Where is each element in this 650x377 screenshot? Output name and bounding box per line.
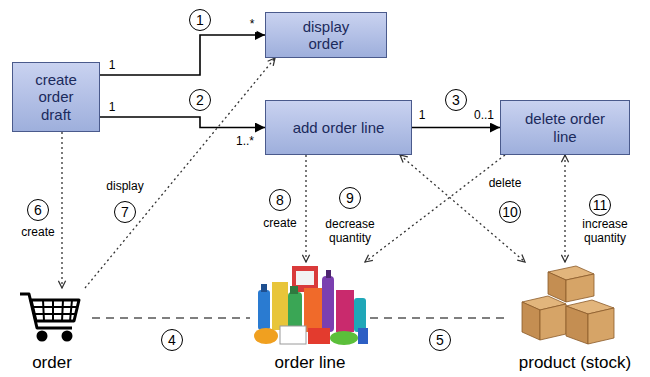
groceries-picture — [252, 262, 370, 348]
captioned-picture: product (stock) — [505, 262, 645, 375]
edge-label: delete — [487, 177, 524, 191]
process-box: add order line — [265, 100, 412, 155]
cart-icon — [18, 288, 82, 348]
cart-drawing — [20, 294, 79, 340]
box-label: display order — [290, 18, 362, 53]
process-box: display order — [265, 12, 387, 58]
edge-label: decrease quantity — [317, 218, 383, 246]
edge-label: create — [261, 217, 298, 231]
multiplicity-label: 1..* — [234, 135, 256, 149]
captioned-picture: order — [12, 288, 92, 375]
groceries-drawing — [254, 266, 368, 345]
usage-arrow — [61, 132, 62, 288]
process-box: delete order line — [500, 100, 630, 155]
edge-label: create — [19, 226, 56, 240]
association-arrow — [412, 127, 500, 129]
box-label: add order line — [293, 119, 385, 136]
process-box: create order draft — [12, 62, 100, 132]
callout-number: 5 — [429, 329, 451, 351]
callout-number: 8 — [269, 189, 291, 211]
association-arrow — [100, 117, 265, 128]
box-label: delete order line — [517, 110, 613, 145]
usage-arrow — [305, 155, 306, 262]
box-label: create order draft — [25, 71, 87, 123]
multiplicity-label: 1 — [107, 101, 118, 115]
usage-arrow — [85, 58, 275, 288]
picture-caption: order — [32, 353, 72, 373]
callout-number: 7 — [114, 201, 136, 223]
callout-number: 2 — [189, 89, 211, 111]
picture-caption: order line — [275, 353, 346, 373]
callout-number: 9 — [339, 187, 361, 209]
stock-boxes-picture — [518, 262, 618, 348]
edge-label: increase quantity — [572, 218, 638, 246]
edge-label: display — [104, 180, 145, 194]
relation-line — [92, 317, 250, 319]
captioned-picture: order line — [250, 262, 370, 375]
usage-arrow — [365, 155, 505, 262]
stock-boxes-drawing — [522, 266, 614, 344]
multiplicity-label: 1 — [417, 109, 428, 123]
callout-number: 10 — [499, 201, 521, 223]
usage-arrow — [400, 155, 525, 262]
multiplicity-label: * — [248, 18, 257, 32]
callout-number: 11 — [589, 194, 611, 216]
picture-caption: product (stock) — [519, 353, 631, 373]
relation-line — [370, 317, 505, 319]
callout-number: 4 — [161, 329, 183, 351]
multiplicity-label: 1 — [107, 59, 118, 73]
multiplicity-label: 0..1 — [472, 109, 496, 123]
callout-number: 1 — [189, 9, 211, 31]
callout-number: 3 — [445, 89, 467, 111]
usage-arrow — [564, 155, 565, 262]
callout-number: 6 — [27, 199, 49, 221]
association-arrow — [100, 35, 265, 75]
